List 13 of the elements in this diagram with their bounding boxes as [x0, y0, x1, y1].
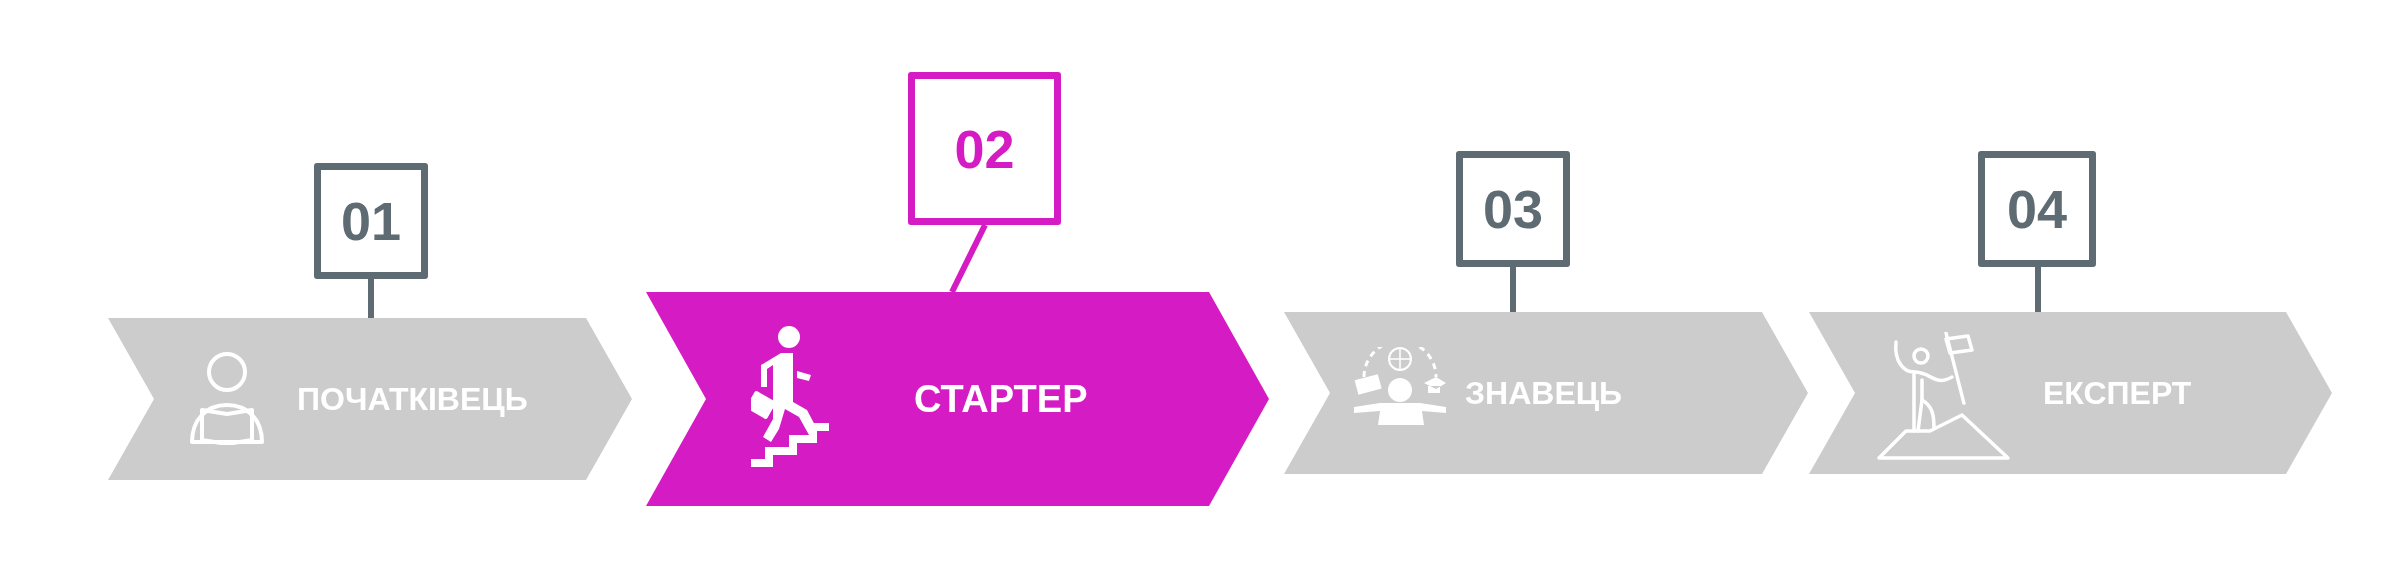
- step-number: 03: [1482, 182, 1544, 236]
- number-box: [1978, 151, 2096, 267]
- connector-line: [368, 279, 374, 318]
- number-box: [908, 72, 1061, 225]
- connector-line: [949, 223, 988, 294]
- stage-label: СТАРТЕР: [914, 380, 1088, 418]
- number-box: [1456, 151, 1570, 267]
- connector-line: [1510, 267, 1516, 312]
- connector-line: [2035, 267, 2041, 312]
- number-box: [314, 163, 428, 279]
- step-number: 02: [954, 121, 1015, 176]
- step-number: 04: [2006, 182, 2068, 236]
- step-number: 01: [340, 194, 402, 248]
